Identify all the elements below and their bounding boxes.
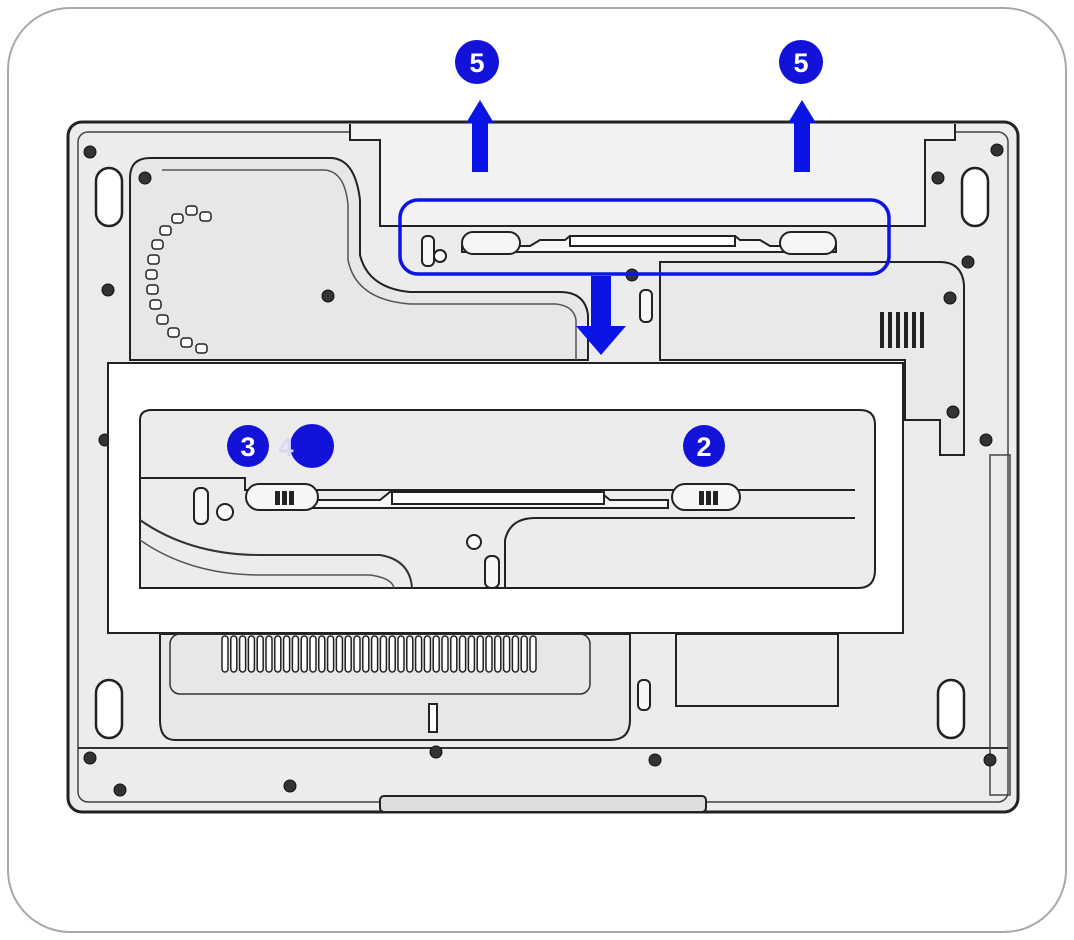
vent-slot xyxy=(511,635,520,673)
vent-slot xyxy=(291,635,300,673)
vent-slot xyxy=(335,635,344,673)
vent-slot xyxy=(520,635,528,673)
screw-icon xyxy=(83,143,1004,797)
vent-slot xyxy=(441,635,449,673)
vent-slot xyxy=(529,635,537,673)
svg-text:3: 3 xyxy=(240,432,255,462)
vent-slot xyxy=(353,635,361,673)
vent-slot xyxy=(318,635,326,673)
vent-slot xyxy=(432,635,440,673)
vent-slot xyxy=(238,635,247,673)
panel-cover xyxy=(675,633,839,707)
step-3-marker: 3 xyxy=(227,425,269,467)
vent-slot xyxy=(370,635,379,673)
vent-slot xyxy=(344,635,352,673)
battery-latch-main xyxy=(421,231,837,733)
vent-slot xyxy=(450,635,458,673)
vent-slot xyxy=(423,635,432,673)
fan-bay xyxy=(129,157,589,361)
latch-highlight-box xyxy=(398,198,891,276)
rubber-foot-icon xyxy=(94,166,990,740)
vent-slot xyxy=(458,635,467,673)
vent-slot xyxy=(282,635,291,673)
vent-slot xyxy=(256,635,264,673)
vent-slot xyxy=(230,635,238,673)
vent-slot xyxy=(326,635,335,673)
step-4-marker: 4 xyxy=(278,424,334,468)
memory-vent-icon xyxy=(221,635,537,673)
vent-slot xyxy=(388,635,396,673)
step-2-marker: 2 xyxy=(683,425,725,467)
vent-slot xyxy=(485,635,493,673)
battery-latch-zoom xyxy=(193,483,741,589)
vent-slot xyxy=(274,635,282,673)
svg-text:4: 4 xyxy=(278,432,293,462)
step-5-marker-left: 5 xyxy=(455,40,499,84)
vent-slot xyxy=(300,635,308,673)
vent-slot xyxy=(309,635,317,673)
fan-vent-icon xyxy=(145,205,212,354)
vent-slot xyxy=(476,635,484,673)
svg-text:5: 5 xyxy=(793,48,808,78)
zoom-inset: 3 4 2 xyxy=(107,362,904,634)
vent-slot xyxy=(467,635,476,673)
vent-slot xyxy=(414,635,423,673)
hdd-vent-icon xyxy=(880,312,924,348)
vent-slot xyxy=(502,635,511,673)
vent-slot xyxy=(406,635,414,673)
hinge-cover xyxy=(379,795,707,813)
vent-slot xyxy=(221,635,229,673)
hdd-bay xyxy=(659,261,965,456)
vent-slot xyxy=(397,635,405,673)
svg-text:5: 5 xyxy=(469,48,484,78)
svg-text:2: 2 xyxy=(696,432,711,462)
vent-slot xyxy=(379,635,388,673)
vent-slot xyxy=(494,635,502,673)
arrow-down-icon xyxy=(576,276,626,355)
vent-slot xyxy=(247,635,256,673)
vent-slot xyxy=(362,635,370,673)
arrow-up-icon xyxy=(466,100,816,172)
vent-slot xyxy=(265,635,273,673)
step-5-marker-right: 5 xyxy=(779,40,823,84)
